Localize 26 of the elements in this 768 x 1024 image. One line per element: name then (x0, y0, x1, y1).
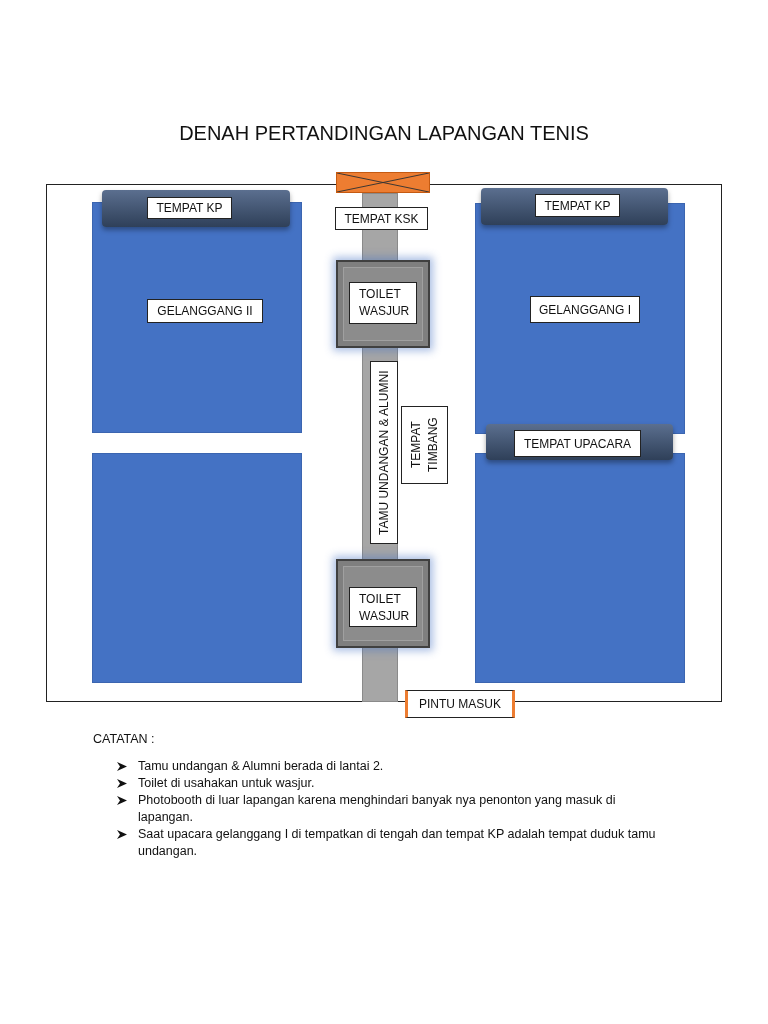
label-box: TEMPAT KP (535, 194, 620, 217)
tennis-court (475, 453, 685, 683)
blocked-entrance-box (336, 172, 430, 193)
label-box: TEMPAT KP (147, 197, 232, 219)
area-label: TEMPAT KSK (335, 207, 428, 230)
note-text: Saat upacara gelanggang I di tempatkan di tengah dan tempat KP adalah tempat duduk tamu undangan. (138, 826, 657, 860)
area-label: TEMPAT TIMBANG (401, 406, 448, 484)
area-label: TAMU UNDANGAN & ALUMNI (370, 361, 398, 544)
label-box: TOILET WASJUR (349, 587, 417, 627)
seating-bar (481, 188, 668, 225)
area-label: GELANGGANG II (147, 299, 263, 323)
note-text: Photobooth di luar lapangan karena menghindari banyak nya penonton yang masuk di lapangan. (138, 792, 617, 826)
label-box: TEMPAT UPACARA (514, 430, 641, 457)
note-text: Tamu undangan & Alumni berada di lantai 2. (138, 758, 385, 775)
toilet-block (336, 260, 430, 348)
tennis-court (92, 453, 302, 683)
tennis-court (92, 202, 302, 433)
seating-bar (102, 190, 290, 227)
entrance-label: PINTU MASUK (405, 690, 515, 718)
label-box: TOILET WASJUR (349, 282, 417, 324)
note-text: Toilet di usahakan untuk wasjur. (138, 775, 316, 792)
toilet-block (336, 559, 430, 648)
notes-heading: CATATAN : (93, 731, 155, 748)
seating-bar (486, 424, 673, 460)
area-label: GELANGGANG I (530, 296, 640, 323)
title: DENAH PERTANDINGAN LAPANGAN TENIS (178, 121, 590, 146)
